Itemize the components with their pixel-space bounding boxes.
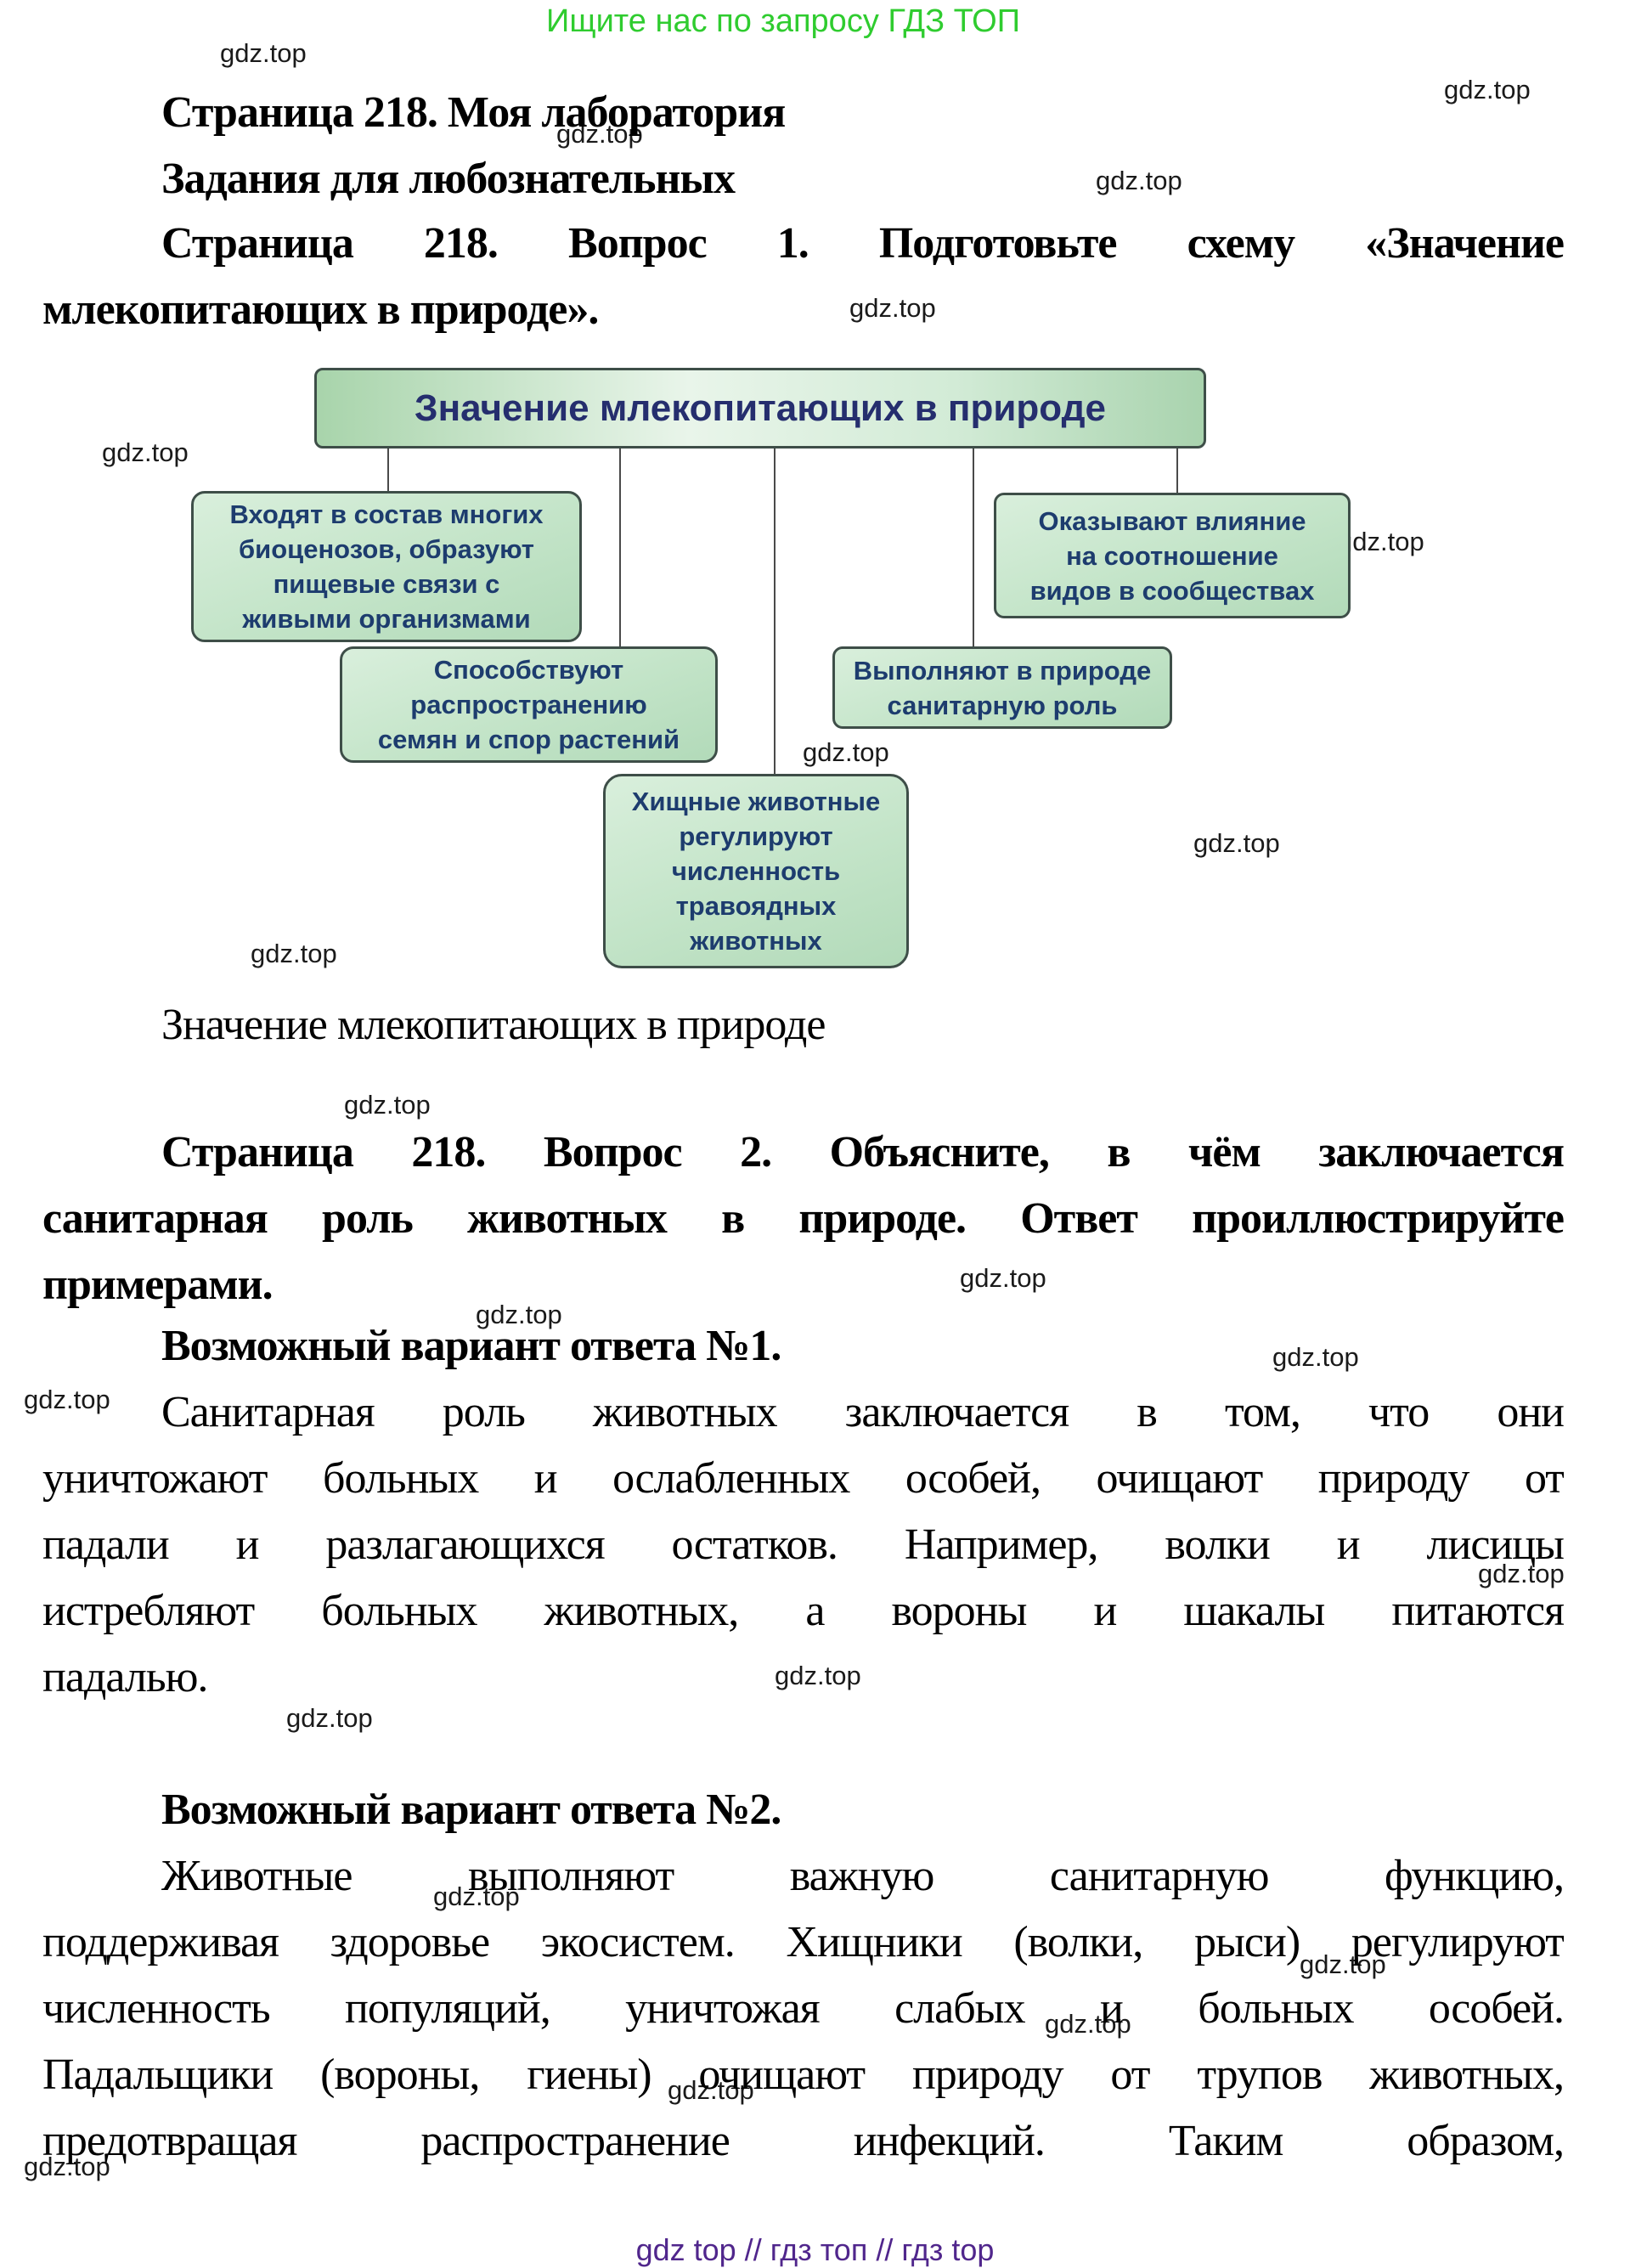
- answer-2-line: предотвращая распространение инфекций. Т…: [42, 2117, 1564, 2165]
- diagram-box-line: биоценозов, образуют: [239, 534, 534, 564]
- answer-1-line: истребляют больных животных, а вороны и …: [42, 1587, 1564, 1635]
- watermark: gdz.top: [102, 437, 189, 467]
- answer-1-line: падалью.: [42, 1653, 208, 1701]
- connector-line: [774, 449, 776, 774]
- promo-banner: Ищите нас по запросу ГДЗ ТОП: [546, 3, 1021, 39]
- answer-2-line: Падальщики (вороны, гиены) очищают приро…: [42, 2051, 1564, 2099]
- watermark: gdz.top: [433, 1882, 520, 1911]
- connector-line: [619, 449, 621, 646]
- section-title: Задания для любознательных: [161, 155, 736, 203]
- diagram-box-biocenosis: Входят в состав многих биоценозов, образ…: [191, 491, 582, 642]
- page-title: Страница 218. Моя лаборатория: [161, 88, 786, 137]
- diagram-box-line: Хищные животные: [631, 787, 881, 816]
- watermark: gdz.top: [220, 38, 307, 68]
- watermark: gdz.top: [803, 737, 889, 767]
- watermark: gdz.top: [1045, 2009, 1131, 2039]
- diagram-box-line: Входят в состав многих: [229, 499, 544, 529]
- watermark: gdz.top: [775, 1661, 861, 1690]
- watermark: gdz.top: [251, 939, 337, 968]
- diagram-box-line: численность: [671, 856, 841, 886]
- question-1-line: Страница 218. Вопрос 1. Подготовьте схем…: [161, 219, 1564, 268]
- footer-links: gdz top // гдз топ // гдз top: [635, 2232, 995, 2267]
- diagram-box-sanitary-role: Выполняют в природе санитарную роль: [832, 646, 1172, 729]
- diagram-box-line: санитарную роль: [887, 690, 1118, 720]
- answer-1-line: Санитарная роль животных заключается в т…: [161, 1388, 1564, 1436]
- answer-2-line: поддерживая здоровье экосистем. Хищники …: [42, 1918, 1564, 1966]
- diagram-box-predators: Хищные животные регулируют численность т…: [603, 774, 909, 968]
- diagram-box-line: семян и спор растений: [377, 725, 680, 754]
- question-1-line: млекопитающих в природе».: [42, 285, 599, 334]
- diagram-box-species-influence: Оказывают влияние на соотношение видов в…: [994, 493, 1351, 618]
- connector-line: [973, 449, 974, 646]
- watermark: gdz.top: [849, 293, 936, 323]
- question-2-line: примерами.: [42, 1261, 274, 1309]
- watermark: gdz.top: [1193, 828, 1280, 858]
- diagram-box-line: Выполняют в природе: [853, 655, 1152, 685]
- diagram-caption: Значение млекопитающих в природе: [161, 1001, 826, 1049]
- watermark: gdz.top: [1300, 1949, 1386, 1979]
- diagram-box-line: Способствуют: [433, 655, 624, 685]
- question-2-line: санитарная роль животных в природе. Отве…: [42, 1194, 1564, 1243]
- diagram-box-line: Оказывают влияние: [1038, 505, 1306, 536]
- watermark: gdz.top: [1338, 527, 1424, 556]
- watermark: gdz.top: [24, 2152, 110, 2181]
- watermark: gdz.top: [1444, 75, 1531, 104]
- answer-2-title: Возможный вариант ответа №2.: [161, 1786, 781, 1834]
- diagram-box-line: видов в сообществах: [1029, 575, 1315, 606]
- watermark: gdz.top: [344, 1090, 431, 1120]
- question-2-line: Страница 218. Вопрос 2. Объясните, в чём…: [161, 1128, 1564, 1176]
- answer-2-line: численность популяций, уничтожая слабых …: [42, 1984, 1564, 2033]
- diagram-box-line: пищевые связи с: [273, 569, 500, 599]
- answer-2-paragraph: Животные выполняют важную санитарную фун…: [42, 1843, 1564, 2175]
- watermark: gdz.top: [24, 1385, 110, 1414]
- watermark: gdz.top: [476, 1300, 562, 1329]
- watermark: gdz.top: [668, 2075, 754, 2105]
- diagram-box-line: живыми организмами: [242, 604, 531, 634]
- answer-1-paragraph: Санитарная роль животных заключается в т…: [42, 1379, 1564, 1711]
- diagram-title-box: Значение млекопитающих в природе: [314, 368, 1206, 449]
- diagram-box-line: животных: [690, 926, 822, 956]
- answer-2-line: Животные выполняют важную санитарную фун…: [161, 1852, 1564, 1900]
- question-2: Страница 218. Вопрос 2. Объясните, в чём…: [42, 1120, 1564, 1318]
- watermark: gdz.top: [1096, 166, 1182, 195]
- diagram-title: Значение млекопитающих в природе: [415, 386, 1106, 429]
- diagram-box-line: распространению: [410, 690, 647, 719]
- watermark: gdz.top: [1272, 1342, 1359, 1372]
- answer-1-line: падали и разлагающихся остатков. Наприме…: [42, 1520, 1564, 1569]
- watermark: gdz.top: [1478, 1559, 1565, 1588]
- watermark: gdz.top: [960, 1263, 1046, 1293]
- connector-line: [387, 449, 389, 491]
- watermark: gdz.top: [286, 1703, 373, 1733]
- connector-line: [1176, 449, 1178, 493]
- mammals-significance-diagram: Значение млекопитающих в природе Входят …: [153, 355, 1376, 985]
- diagram-box-line: регулируют: [679, 821, 833, 851]
- diagram-box-seed-spread: Способствуют распространению семян и спо…: [340, 646, 718, 763]
- answer-1-line: уничтожают больных и ослабленных особей,…: [42, 1454, 1564, 1503]
- question-1: Страница 218. Вопрос 1. Подготовьте схем…: [42, 211, 1564, 343]
- diagram-box-line: на соотношение: [1066, 540, 1278, 571]
- diagram-box-line: травоядных: [675, 891, 837, 921]
- answer-1-title: Возможный вариант ответа №1.: [161, 1322, 781, 1370]
- watermark: gdz.top: [556, 119, 643, 149]
